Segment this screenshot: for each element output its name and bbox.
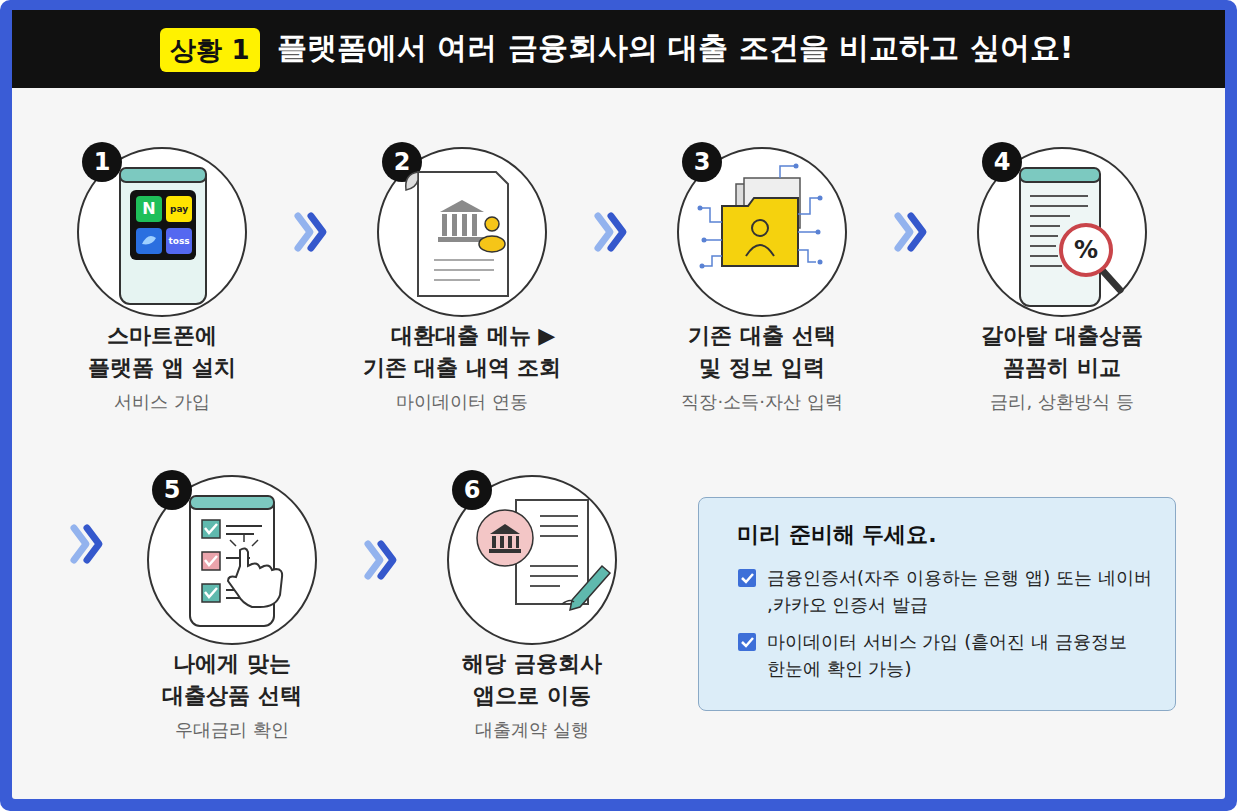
chevron-light	[298, 216, 310, 248]
number-badge	[152, 470, 192, 510]
step-node: 스마트폰에 플랫폼 앱 설치서비스 가입	[58, 148, 266, 413]
rate-search-icon	[1020, 168, 1120, 306]
checkbox-icon	[737, 568, 757, 588]
circle-space	[128, 476, 336, 648]
icon-text: %	[1074, 238, 1098, 262]
info-box: 미리 준비해 두세요. 금융인증서(자주 이용하는 은행 앱) 또는 네이버 ,카…	[698, 497, 1176, 711]
circle-space	[58, 148, 266, 320]
icon-text: toss	[168, 237, 189, 246]
step-node: 대환대출 메뉴 ▶기존 대출 내역 조회마이데이터 연동	[338, 148, 586, 413]
callout-number: 2	[394, 150, 411, 174]
number-badge	[452, 470, 492, 510]
step-arrow	[74, 528, 99, 560]
icon-text: pay	[170, 205, 188, 214]
number-badge	[82, 142, 122, 182]
callout-number: 5	[164, 478, 181, 502]
checklist-icon	[190, 496, 282, 626]
step-title: 스마트폰에 플랫폼 앱 설치	[75, 320, 250, 384]
chevron-dark	[381, 544, 393, 576]
bank-document-icon	[406, 172, 508, 296]
step-note: 대출계약 실행	[428, 718, 636, 741]
chevron-dark	[87, 528, 99, 560]
step-circle	[448, 476, 616, 644]
step-circle	[148, 476, 316, 644]
callout-number: 4	[994, 150, 1011, 174]
step-node: 갈아탈 대출상품 꼼꼼히 비교금리, 상환방식 등	[958, 148, 1166, 413]
checklist-text: 마이데이터 서비스 가입 (흩어진 내 금융정보 한눈에 확인 가능)	[767, 631, 1127, 679]
situation-label: 상황 1	[170, 37, 249, 63]
chevron-light	[598, 216, 610, 248]
info-heading: 미리 준비해 두세요.	[737, 520, 1155, 550]
callout-number: 3	[694, 150, 711, 174]
step-node: 나에게 맞는 대출상품 선택우대금리 확인	[128, 476, 336, 741]
chevron-light	[898, 216, 910, 248]
circle-space	[658, 148, 866, 320]
step-arrow	[598, 216, 623, 248]
situation-badge	[160, 28, 260, 72]
step-title: 해당 금융회사 앱으로 이동	[457, 648, 607, 712]
callout-number: 1	[94, 150, 111, 174]
step-note: 마이데이터 연동	[338, 390, 586, 413]
checkbox-icon	[737, 632, 757, 652]
number-badge	[982, 142, 1022, 182]
chevron-dark	[611, 216, 623, 248]
folder-icon	[698, 164, 823, 269]
checklist-item: 마이데이터 서비스 가입 (흩어진 내 금융정보 한눈에 확인 가능)	[737, 628, 1155, 682]
step-note: 우대금리 확인	[128, 718, 336, 741]
callout-number: 6	[464, 478, 481, 502]
step-arrow	[368, 544, 393, 576]
phone-apps-icon	[120, 168, 206, 304]
step-title: 갈아탈 대출상품 꼼꼼히 비교	[977, 320, 1147, 384]
step-circle	[78, 148, 246, 316]
circle-space	[958, 148, 1166, 320]
number-badge	[682, 142, 722, 182]
chevron-light	[74, 528, 86, 560]
step-arrow	[298, 216, 323, 248]
chevron-dark	[911, 216, 923, 248]
step-note: 금리, 상환방식 등	[958, 390, 1166, 413]
checklist-item: 금융인증서(자주 이용하는 은행 앱) 또는 네이버 ,카카오 인증서 발급	[737, 564, 1155, 618]
step-title: 나에게 맞는 대출상품 선택	[157, 648, 307, 712]
step-title: 기존 대출 선택 및 정보 입력	[682, 320, 842, 384]
checklist-text: 금융인증서(자주 이용하는 은행 앱) 또는 네이버 ,카카오 인증서 발급	[767, 567, 1152, 615]
step-note: 서비스 가입	[58, 390, 266, 413]
diagram-title: 플랫폼에서 여러 금융회사의 대출 조건을 비교하고 싶어요!	[277, 33, 1073, 63]
step-node: 기존 대출 선택 및 정보 입력직장·소득·자산 입력	[658, 148, 866, 413]
chevron-dark	[311, 216, 323, 248]
step-circle	[378, 148, 546, 316]
chevron-light	[368, 544, 380, 576]
step-circle	[978, 148, 1146, 316]
circle-space	[428, 476, 636, 648]
circle-space	[338, 148, 586, 320]
icon-text: N	[142, 201, 155, 217]
step-note: 직장·소득·자산 입력	[658, 390, 866, 413]
step-title: 대환대출 메뉴 ▶기존 대출 내역 조회	[348, 320, 576, 384]
step-node: 해당 금융회사 앱으로 이동대출계약 실행	[428, 476, 636, 741]
step-circle	[678, 148, 846, 316]
contract-icon	[477, 500, 610, 610]
step-arrow	[898, 216, 923, 248]
